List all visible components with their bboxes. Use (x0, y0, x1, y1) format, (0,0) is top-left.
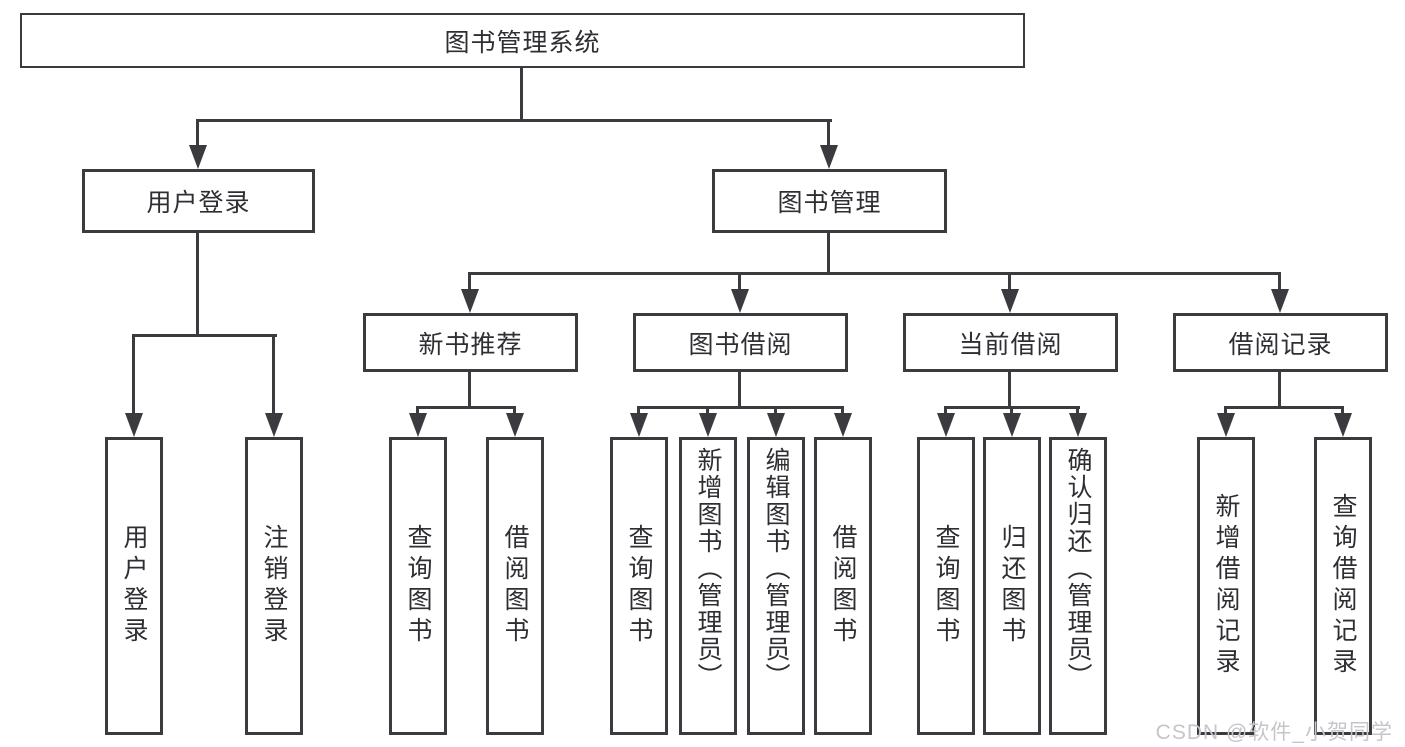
leaf-bb-borrow-books: 借阅图书 (814, 437, 872, 735)
node-borrow-record: 借阅记录 (1173, 313, 1388, 372)
leaf-bb-borrow-books-label: 借阅图书 (829, 524, 857, 648)
leaf-br-add-record-label: 新增借阅记录 (1212, 493, 1240, 679)
edge-stem-book-borrow (738, 272, 741, 291)
arrow-down-icon (767, 413, 785, 437)
edge-user-login-trunk (196, 233, 199, 336)
edge-stem-cb-confirm (1076, 406, 1079, 416)
node-current-borrow-label: 当前借阅 (958, 330, 1063, 359)
leaf-user-login: 用户登录 (105, 437, 163, 735)
edge-level2-bus (468, 272, 1281, 275)
leaf-bb-add-books-admin-label: 新增图书（管理员） (694, 447, 722, 690)
edge-stem-borrow-record (1278, 272, 1281, 291)
node-book-mgmt: 图书管理 (712, 169, 947, 233)
edge-stem-bb-edit (774, 406, 777, 416)
edge-nbr-trunk (468, 372, 471, 408)
arrow-down-icon (731, 289, 749, 313)
arrow-down-icon (630, 413, 648, 437)
edge-stem-user-login (196, 119, 199, 149)
arrow-down-icon (1334, 413, 1352, 437)
node-root: 图书管理系统 (20, 13, 1025, 68)
leaf-cb-query-books: 查询图书 (917, 437, 975, 735)
edge-stem-cb-return (1010, 406, 1013, 416)
edge-stem-new-book-rec (468, 272, 471, 291)
arrow-down-icon (125, 413, 143, 437)
edge-stem-br-add (1224, 406, 1227, 416)
arrow-down-icon (1001, 289, 1019, 313)
arrow-down-icon (1271, 289, 1289, 313)
arrow-down-icon (1003, 413, 1021, 437)
node-root-label: 图书管理系统 (444, 28, 601, 57)
node-user-login-label: 用户登录 (146, 189, 251, 217)
edge-stem-nbr-query (416, 406, 419, 416)
leaf-bb-edit-books-admin-label: 编辑图书（管理员） (762, 447, 790, 690)
leaf-cb-return-books: 归还图书 (983, 437, 1041, 735)
node-borrow-record-label: 借阅记录 (1228, 330, 1333, 359)
leaf-cb-confirm-return-admin: 确认归还（管理员） (1049, 437, 1107, 735)
leaf-bb-query-books-label: 查询图书 (625, 524, 653, 648)
edge-bb-bus (637, 406, 844, 409)
arrow-down-icon (265, 413, 283, 437)
edge-user-login-bus (132, 334, 277, 337)
node-new-book-rec-label: 新书推荐 (418, 330, 523, 359)
leaf-br-add-record: 新增借阅记录 (1197, 437, 1255, 735)
node-new-book-rec: 新书推荐 (363, 313, 578, 372)
edge-level1-bus (196, 119, 832, 122)
edge-br-trunk (1278, 372, 1281, 408)
arrow-down-icon (409, 413, 427, 437)
leaf-br-query-record: 查询借阅记录 (1314, 437, 1372, 735)
node-book-borrow-label: 图书借阅 (688, 330, 793, 359)
node-book-borrow: 图书借阅 (633, 313, 848, 372)
edge-book-mgmt-trunk (827, 233, 830, 275)
arrow-down-icon (461, 289, 479, 313)
leaf-nbr-query-books-label: 查询图书 (404, 524, 432, 648)
leaf-cb-confirm-return-admin-label: 确认归还（管理员） (1064, 447, 1092, 690)
leaf-logout-label: 注销登录 (260, 524, 288, 648)
edge-cb-trunk (1008, 372, 1011, 408)
edge-root-trunk (520, 68, 523, 121)
arrow-down-icon (506, 413, 524, 437)
edge-stem-bb-borrow (841, 406, 844, 416)
arrow-down-icon (937, 413, 955, 437)
edge-bb-trunk (738, 372, 741, 408)
edge-stem-ul-login (132, 334, 135, 416)
leaf-bb-add-books-admin: 新增图书（管理员） (679, 437, 737, 735)
edge-stem-nbr-borrow (513, 406, 516, 416)
edge-stem-book-mgmt (827, 119, 830, 149)
node-user-login: 用户登录 (82, 169, 315, 233)
arrow-down-icon (820, 145, 838, 169)
arrow-down-icon (1217, 413, 1235, 437)
leaf-user-login-label: 用户登录 (120, 524, 148, 648)
arrow-down-icon (189, 145, 207, 169)
node-book-mgmt-label: 图书管理 (777, 189, 882, 217)
leaf-nbr-borrow-books: 借阅图书 (486, 437, 544, 735)
edge-stem-ul-logout (272, 334, 275, 416)
arrow-down-icon (699, 413, 717, 437)
leaf-nbr-borrow-books-label: 借阅图书 (501, 524, 529, 648)
leaf-br-query-record-label: 查询借阅记录 (1329, 493, 1357, 679)
leaf-logout: 注销登录 (245, 437, 303, 735)
edge-br-bus (1224, 406, 1344, 409)
leaf-cb-return-books-label: 归还图书 (998, 524, 1026, 648)
edge-stem-current-borrow (1008, 272, 1011, 291)
csdn-watermark: CSDN @软件_小贺同学 (1155, 721, 1393, 744)
edge-stem-br-query (1341, 406, 1344, 416)
arrow-down-icon (834, 413, 852, 437)
edge-stem-bb-add (706, 406, 709, 416)
arrow-down-icon (1069, 413, 1087, 437)
leaf-nbr-query-books: 查询图书 (389, 437, 447, 735)
leaf-bb-query-books: 查询图书 (610, 437, 668, 735)
node-current-borrow: 当前借阅 (903, 313, 1118, 372)
leaf-cb-query-books-label: 查询图书 (932, 524, 960, 648)
leaf-bb-edit-books-admin: 编辑图书（管理员） (747, 437, 805, 735)
edge-nbr-bus (416, 406, 516, 409)
edge-stem-cb-query (944, 406, 947, 416)
edge-stem-bb-query (637, 406, 640, 416)
